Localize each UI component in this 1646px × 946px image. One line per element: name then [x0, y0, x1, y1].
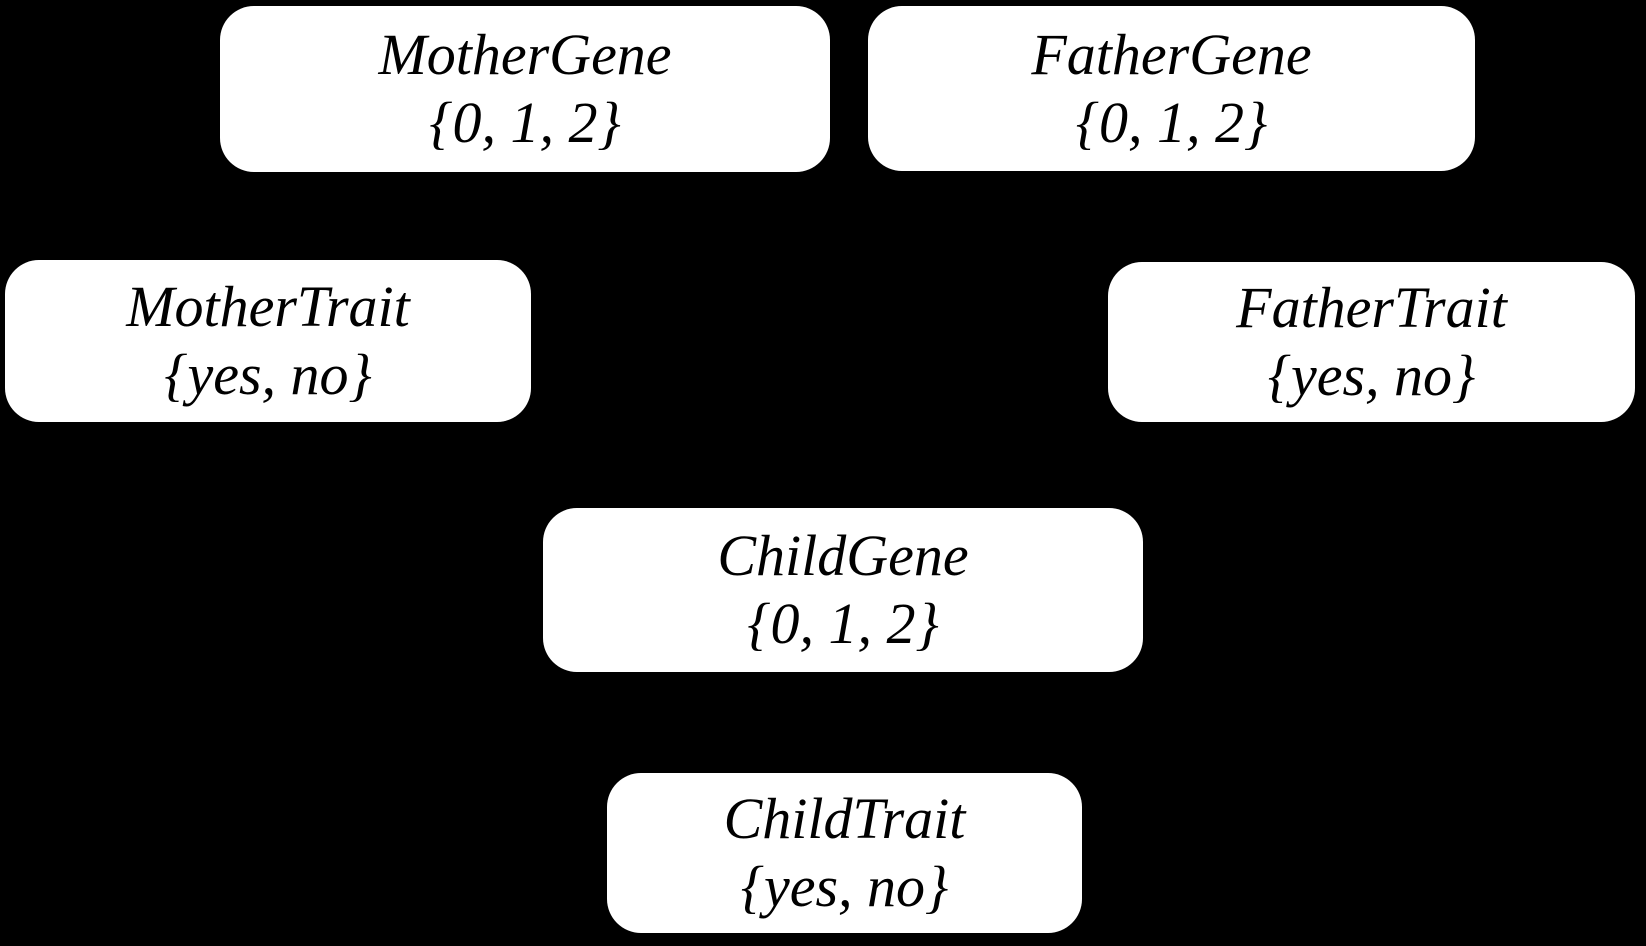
node-mother-gene-label: MotherGene	[378, 22, 672, 87]
node-child-gene-label: ChildGene	[717, 523, 969, 588]
node-mother-trait-values: {yes, no}	[164, 342, 372, 407]
node-mother-gene-values: {0, 1, 2}	[429, 90, 621, 155]
node-father-gene-values: {0, 1, 2}	[1075, 89, 1268, 155]
node-mother-trait-label: MotherTrait	[126, 274, 410, 339]
node-father-trait: FatherTrait {yes, no}	[1108, 262, 1635, 422]
node-child-trait-values: {yes, no}	[740, 854, 949, 919]
node-child-gene-values: {0, 1, 2}	[747, 591, 939, 656]
node-child-gene: ChildGene {0, 1, 2}	[543, 508, 1143, 672]
node-child-trait-label: ChildTrait	[723, 786, 966, 851]
node-child-trait: ChildTrait {yes, no}	[607, 773, 1082, 933]
node-mother-gene: MotherGene {0, 1, 2}	[220, 6, 830, 172]
node-father-gene-label: FatherGene	[1031, 21, 1312, 87]
node-father-trait-values: {yes, no}	[1267, 343, 1476, 408]
node-father-gene: FatherGene {0, 1, 2}	[868, 6, 1475, 171]
node-mother-trait: MotherTrait {yes, no}	[5, 260, 531, 422]
node-father-trait-label: FatherTrait	[1236, 275, 1507, 340]
